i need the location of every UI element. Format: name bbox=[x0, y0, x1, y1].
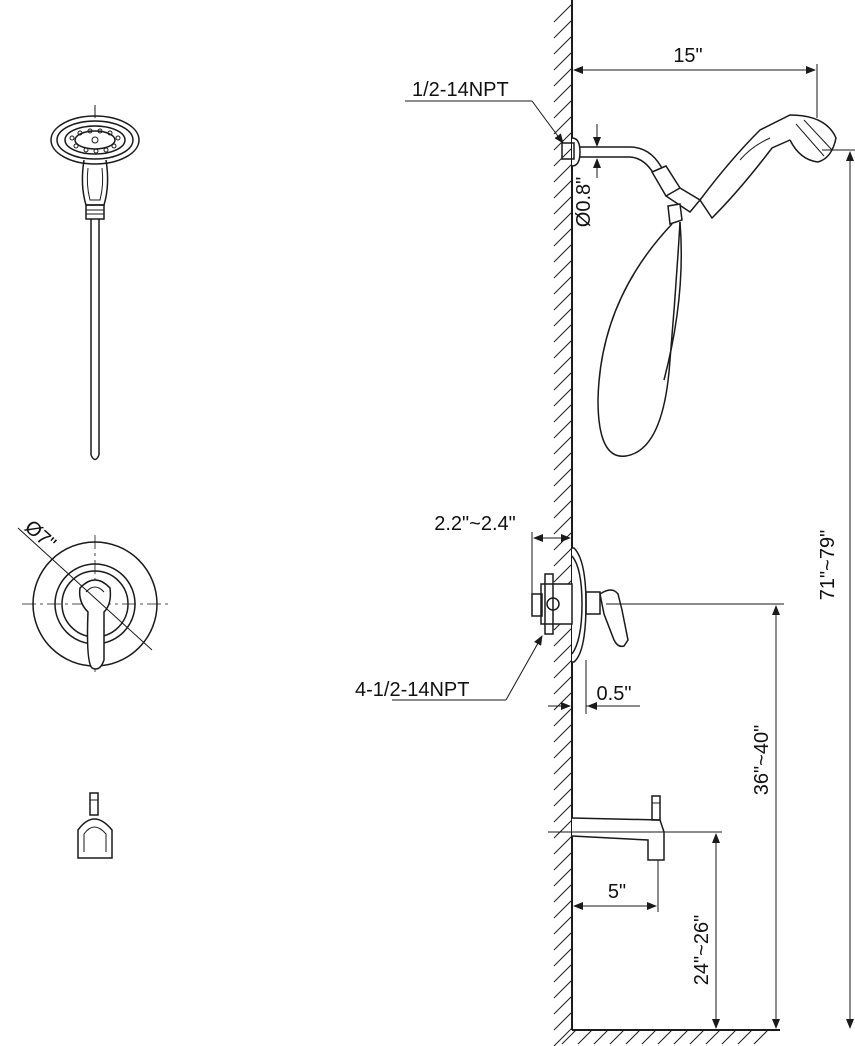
floor-hatch-line bbox=[577, 1029, 593, 1045]
wall-hatch-line bbox=[553, 323, 573, 343]
wall-hatch-line bbox=[553, 243, 573, 263]
wall-hatch-line bbox=[553, 19, 573, 39]
wall-hatch-line bbox=[553, 931, 573, 951]
wall-hatch-line bbox=[553, 915, 573, 935]
wall-hatch-line bbox=[553, 771, 573, 791]
wall-hatch-line bbox=[553, 739, 573, 759]
wall-hatch-line bbox=[553, 467, 573, 487]
wall-hatch-line bbox=[553, 979, 573, 999]
wall-hatch-line bbox=[553, 259, 573, 279]
tub-spout-side-view bbox=[571, 795, 665, 861]
wall-hatch-line bbox=[553, 403, 573, 423]
floor-hatch-line bbox=[593, 1029, 609, 1045]
wall-hatch-line bbox=[553, 3, 573, 23]
wall-hatch-line bbox=[553, 755, 573, 775]
dimension-spout-height: 24"~26" bbox=[691, 915, 713, 985]
floor-hatch-line bbox=[625, 1029, 641, 1045]
shower-arm-side-view bbox=[561, 114, 837, 457]
wall-hatch-line bbox=[553, 227, 573, 247]
wall-hatch-line bbox=[553, 483, 573, 503]
wall-hatch-line bbox=[553, 115, 573, 135]
wall-hatch-line bbox=[553, 435, 573, 455]
floor-hatch-line bbox=[705, 1029, 721, 1045]
label-inlet-thread: 1/2-14NPT bbox=[412, 79, 509, 101]
valve-side-view bbox=[531, 547, 629, 663]
wall-hatch-line bbox=[553, 419, 573, 439]
floor-hatch-line bbox=[721, 1029, 737, 1045]
wall-hatch-line bbox=[553, 275, 573, 295]
floor-hatch-line bbox=[673, 1029, 689, 1045]
floor-hatch-line bbox=[561, 1029, 577, 1045]
wall-hatch-line bbox=[553, 355, 573, 375]
dimension-spout-length: 5" bbox=[608, 881, 626, 903]
wall-hatch-line bbox=[553, 963, 573, 983]
label-valve-ports: 4-1/2-14NPT bbox=[355, 679, 470, 701]
wall-hatch-line bbox=[553, 387, 573, 407]
wall-hatch-line bbox=[553, 163, 573, 183]
floor-hatch-line bbox=[657, 1029, 673, 1045]
wall-hatch-line bbox=[553, 691, 573, 711]
wall-hatch-line bbox=[553, 211, 573, 231]
wall-hatch-line bbox=[553, 819, 573, 839]
valve-trim-front-view bbox=[17, 527, 168, 672]
wall-hatch-line bbox=[553, 707, 573, 727]
wall-hatch-line bbox=[553, 371, 573, 391]
wall-hatch-line bbox=[553, 291, 573, 311]
dimension-arm-diameter: Ø0.8" bbox=[573, 177, 595, 227]
wall-hatch-line bbox=[553, 147, 573, 167]
wall-hatch-line bbox=[553, 83, 573, 103]
wall-hatch-line bbox=[553, 339, 573, 359]
wall-hatch-line bbox=[553, 675, 573, 695]
wall-hatch-line bbox=[553, 723, 573, 743]
dimension-shower-height: 71"~79" bbox=[817, 530, 839, 600]
floor-hatch-line bbox=[609, 1029, 625, 1045]
tub-spout-front-view bbox=[77, 792, 113, 859]
wall-hatch-line bbox=[553, 51, 573, 71]
wall-hatch-line bbox=[553, 899, 573, 919]
wall-hatch-line bbox=[553, 179, 573, 199]
wall-hatch-line bbox=[553, 531, 573, 551]
wall-hatch-line bbox=[553, 995, 573, 1015]
wall-hatch-line bbox=[553, 947, 573, 967]
dimension-escutcheon-diameter: Ø7" bbox=[20, 516, 60, 555]
floor-hatch-line bbox=[753, 1029, 769, 1045]
wall-hatch-line bbox=[553, 643, 573, 663]
wall-hatch-line bbox=[553, 835, 573, 855]
wall-hatch-line bbox=[553, 787, 573, 807]
wall-hatch-line bbox=[553, 803, 573, 823]
wall-hatch-line bbox=[553, 1011, 573, 1031]
wall-hatch-line bbox=[553, 35, 573, 55]
wall-hatch-line bbox=[553, 67, 573, 87]
wall-hatch-line bbox=[553, 99, 573, 119]
wall-hatch-line bbox=[553, 515, 573, 535]
wall-hatch-line bbox=[553, 195, 573, 215]
dimension-trim-offset: 0.5" bbox=[597, 683, 632, 705]
wall-hatch-line bbox=[553, 627, 573, 647]
dimension-lines bbox=[392, 64, 855, 1029]
wall-hatch-line bbox=[553, 1027, 573, 1046]
wall-hatch-line bbox=[553, 659, 573, 679]
wall-hatch-line bbox=[553, 547, 573, 567]
floor-hatch-line bbox=[737, 1029, 753, 1045]
dimension-valve-depth: 2.2"~2.4" bbox=[434, 513, 515, 535]
wall-hatch-line bbox=[553, 563, 573, 583]
wall-hatch-line bbox=[553, 867, 573, 887]
floor-hatch-line bbox=[641, 1029, 657, 1045]
wall-hatch-line bbox=[553, 851, 573, 871]
dimension-valve-height: 36"~40" bbox=[751, 725, 773, 795]
wall-hatch-line bbox=[553, 883, 573, 903]
dimension-shower-arm-length: 15" bbox=[673, 45, 702, 67]
handshower-front-view bbox=[50, 105, 140, 461]
wall-hatch-line bbox=[553, 307, 573, 327]
wall-hatch-line bbox=[553, 499, 573, 519]
floor-hatch-line bbox=[689, 1029, 705, 1045]
wall-hatch-line bbox=[553, 451, 573, 471]
